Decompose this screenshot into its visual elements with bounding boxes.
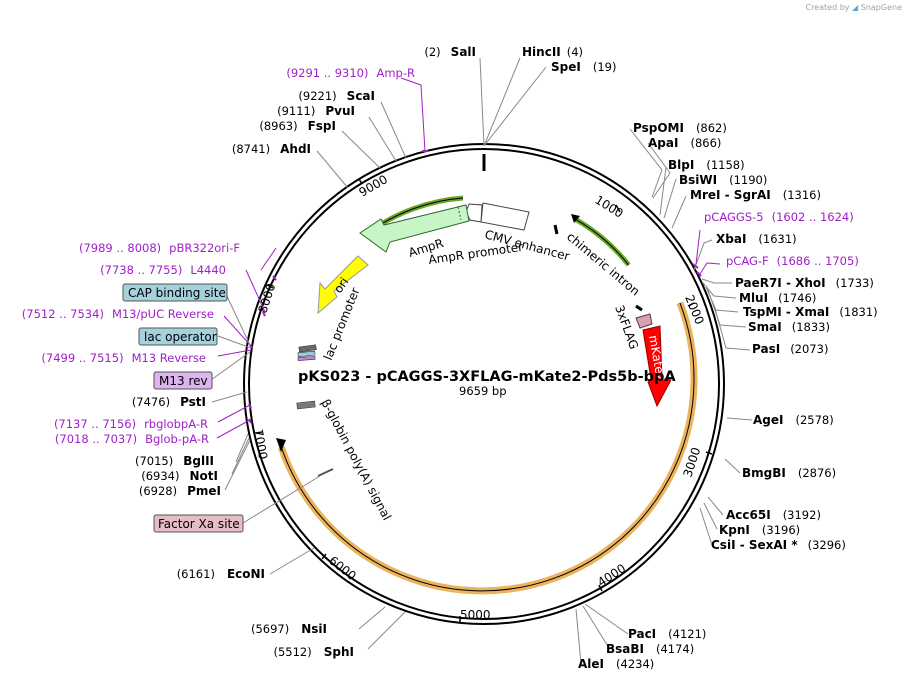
tick-5000: 5000 (460, 608, 491, 622)
cmv-enhancer-feature (480, 202, 530, 231)
lac-operator-label: lac operator (144, 330, 217, 344)
orf-arc-line (280, 302, 695, 592)
factor-xa-site-label: Factor Xa site (158, 517, 240, 531)
site-bsabi: BsaBI(4174) (606, 642, 694, 656)
site-paer7i-xhoi: PaeR7I - XhoI(1733) (735, 276, 874, 290)
site-hincii: HincII(4) (522, 45, 583, 59)
watermark-text: Created by (805, 3, 850, 12)
cap-binding-site-label: CAP binding site (128, 286, 226, 300)
site-kpni: KpnI(3196) (719, 523, 800, 537)
site-nsii: (5697)NsiI (251, 622, 327, 636)
leader-lines-left (211, 57, 485, 650)
site-ahdi: (8741)AhdI (232, 142, 311, 156)
site-blpi: BlpI(1158) (668, 158, 745, 172)
watermark-brand: SnapGene (860, 3, 902, 12)
intron-arc-arrowhead (571, 214, 580, 223)
site-scai: (9221)ScaI (298, 89, 375, 103)
cap-binding-box (297, 350, 316, 358)
bglob-label: β-globin poly(A) signal (318, 397, 394, 523)
tick-marks (255, 178, 713, 622)
tick-1000: 1000 (592, 193, 625, 221)
primer-marks (248, 150, 702, 424)
orf-arrowhead (276, 438, 286, 452)
lac-operator-box (138, 327, 218, 346)
site-bsiwi: BsiWI(1190) (679, 173, 767, 187)
site-psti: (7476)PstI (132, 395, 206, 409)
m13-rev-box (153, 371, 213, 390)
site-bglii: (7015)BglII (135, 454, 214, 468)
mkate2-feature (642, 325, 672, 408)
factor-xa-marker (317, 468, 334, 477)
backbone-inner (248, 148, 720, 620)
primer-l4440: (7738 .. 7755)L4440 (100, 263, 226, 277)
site-bmgbi: BmgBI(2876) (742, 466, 836, 480)
3xflag-marker (635, 304, 643, 312)
site-pmei: (6928)PmeI (139, 484, 221, 498)
tick-7000: 7000 (251, 428, 270, 461)
factor-xa-site-box (153, 514, 244, 533)
primer-pbr322ori-f: (7989 .. 8008)pBR322ori-F (79, 241, 240, 255)
lac-promoter-box (298, 344, 317, 353)
leader-lines-boxes (210, 291, 321, 524)
intron-marker (553, 224, 559, 235)
site-tspmi-xmai: TspMI - XmaI(1831) (743, 305, 878, 319)
site-sali: (2)SalI (424, 45, 476, 59)
plasmid-title: pKS023 - pCAGGS-3XFLAG-mKate2-Pds5b-bpA (298, 369, 676, 385)
site-mrei-sgrai: MreI - SgrAI(1316) (690, 188, 821, 202)
site-pasi: PasI(2073) (752, 342, 828, 356)
intron-arc-line (575, 218, 629, 266)
bglob-box (296, 400, 316, 410)
site-spei: SpeI(19) (551, 60, 616, 74)
snapgene-logo-icon: ◢ (852, 3, 859, 12)
3xflag-label: 3xFLAG (612, 303, 641, 351)
primer-rbglobpa-r: (7137 .. 7156)rbglobpA-R (54, 417, 208, 431)
site-fspi: (8963)FspI (259, 119, 336, 133)
m13-rev-label: M13 rev (159, 374, 208, 388)
leader-lines-primers (216, 77, 721, 439)
site-acc65i: Acc65I(3192) (726, 508, 821, 522)
site-alei: AleI(4234) (578, 657, 654, 671)
tick-4000: 4000 (595, 561, 628, 589)
site-agei: AgeI(2578) (753, 413, 834, 427)
3xflag-feature (635, 313, 653, 329)
site-xbai: XbaI(1631) (716, 232, 797, 246)
primer-amp-r: (9291 .. 9310)Amp-R (286, 66, 415, 80)
primer-bglob-pa-r: (7018 .. 7037)Bglob-pA-R (55, 432, 209, 446)
site-paci: PacI(4121) (628, 627, 706, 641)
site-mlui: MluI(1746) (739, 291, 816, 305)
primer-pcag-f: pCAG-F(1686 .. 1705) (726, 254, 859, 268)
cap-binding-site-box (122, 283, 228, 302)
plasmid-length: 9659 bp (459, 384, 507, 398)
site-noti: (6934)NotI (141, 469, 218, 483)
site-smai: SmaI(1833) (748, 320, 830, 334)
ampr-feature (359, 204, 470, 253)
m13rev-box (297, 356, 316, 361)
primer-m13-puc-reverse: (7512 .. 7534)M13/pUC Reverse (22, 307, 214, 321)
ori-feature (317, 255, 369, 315)
primer-pcaggs-5: pCAGGS-5(1602 .. 1624) (704, 210, 854, 224)
site-pvui: (9111)PvuI (277, 104, 355, 118)
primer-m13-reverse: (7499 .. 7515)M13 Reverse (41, 351, 206, 365)
site-econi: (6161)EcoNI (177, 567, 265, 581)
leader-lines-right (483, 57, 753, 665)
site-csii-sexai: CsiI - SexAI *(3296) (711, 538, 846, 552)
site-sphi: (5512)SphI (274, 645, 355, 659)
site-pspomi: PspOMI(862) (633, 121, 727, 135)
snapgene-watermark: Created by ◢ SnapGene (805, 3, 902, 12)
site-apai: ApaI(866) (648, 136, 721, 150)
